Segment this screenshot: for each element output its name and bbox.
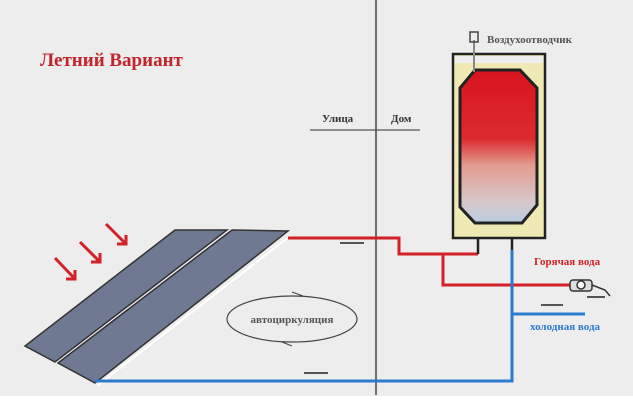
solar-collector-panel <box>23 229 291 387</box>
storage-tank <box>451 52 547 240</box>
sun-rays-arrows <box>53 222 128 281</box>
air-vent-icon <box>469 31 479 72</box>
label-circulation: автоциркуляция <box>251 314 334 326</box>
label-air-vent: Воздухоотводчик <box>487 34 573 46</box>
flow-direction-marks <box>304 242 605 374</box>
cold-water-pipe <box>95 250 585 383</box>
tap-valve-icon <box>569 279 611 297</box>
label-street: Улица <box>322 113 354 125</box>
label-hot-water: Горячая вода <box>534 256 601 268</box>
label-cold-water: холодная вода <box>530 321 601 333</box>
diagram-title: Летний Вариант <box>40 50 184 71</box>
hot-water-pipe <box>288 236 570 287</box>
circulation-loop <box>226 291 358 347</box>
label-house: Дом <box>391 113 412 125</box>
